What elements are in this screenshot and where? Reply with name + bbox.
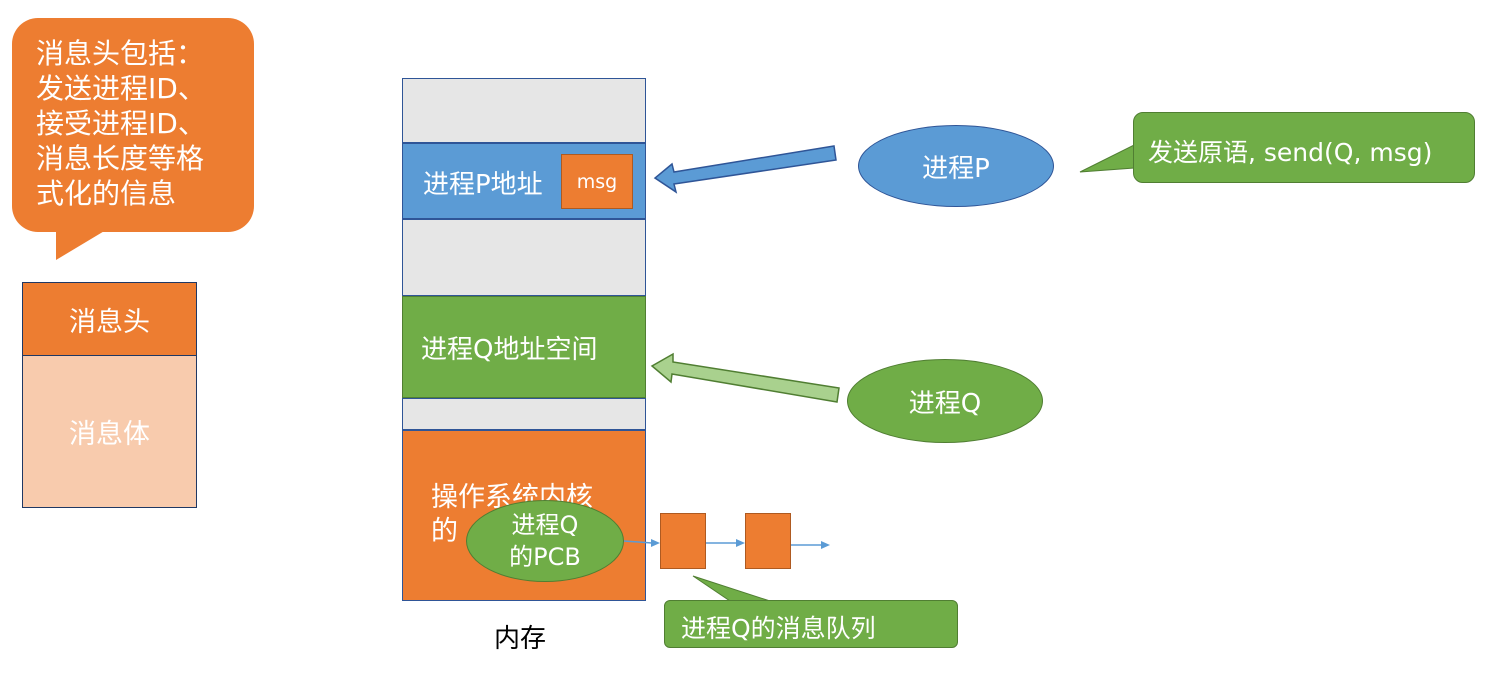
- memory-segment-free: [402, 78, 646, 143]
- queue-message-node: [660, 513, 706, 569]
- callout-tail: [56, 230, 106, 260]
- callout-line: 消息头包括：: [36, 37, 205, 70]
- message-queue-callout: 进程Q的消息队列: [664, 600, 958, 648]
- queue-message-node: [745, 513, 791, 569]
- callout-line: 发送进程ID、: [36, 72, 206, 105]
- callout-line: 消息长度等格: [36, 142, 205, 175]
- pcb-label-line: 进程Q: [511, 511, 579, 539]
- process-q-node: 进程Q: [847, 359, 1043, 443]
- process-p-address-label: 进程P地址: [423, 170, 543, 200]
- queue-callout-tail: [692, 575, 771, 602]
- process-q-address-label: 进程Q地址空间: [421, 335, 598, 365]
- pcb-label-line: 的PCB: [509, 543, 581, 571]
- kernel-label-line: 的: [431, 516, 458, 547]
- process-q-pcb: 进程Q 的PCB: [466, 500, 624, 582]
- process-p-node: 进程P: [858, 125, 1054, 207]
- memory-segment-free: [402, 398, 646, 430]
- message-head-block: 消息头: [22, 282, 197, 356]
- process-q-address-space: 进程Q地址空间: [402, 296, 646, 398]
- queue-link: [623, 540, 653, 544]
- message-body-block: 消息体: [22, 356, 197, 508]
- message-header-callout: 消息头包括： 发送进程ID、 接受进程ID、 消息长度等格 式化的信息: [12, 18, 254, 232]
- receive-arrow: [650, 352, 840, 403]
- msg-buffer: msg: [561, 154, 633, 209]
- send-arrow: [653, 145, 837, 194]
- memory-label: 内存: [494, 624, 547, 654]
- send-primitive-callout: 发送原语, send(Q, msg): [1133, 112, 1475, 183]
- send-callout-tail: [1079, 144, 1135, 173]
- memory-segment-free: [402, 219, 646, 296]
- queue-arrowhead: [736, 539, 745, 547]
- callout-line: 式化的信息: [36, 177, 177, 210]
- callout-line: 接受进程ID、: [36, 107, 206, 140]
- queue-arrowhead: [821, 541, 830, 549]
- queue-arrowhead: [651, 539, 660, 547]
